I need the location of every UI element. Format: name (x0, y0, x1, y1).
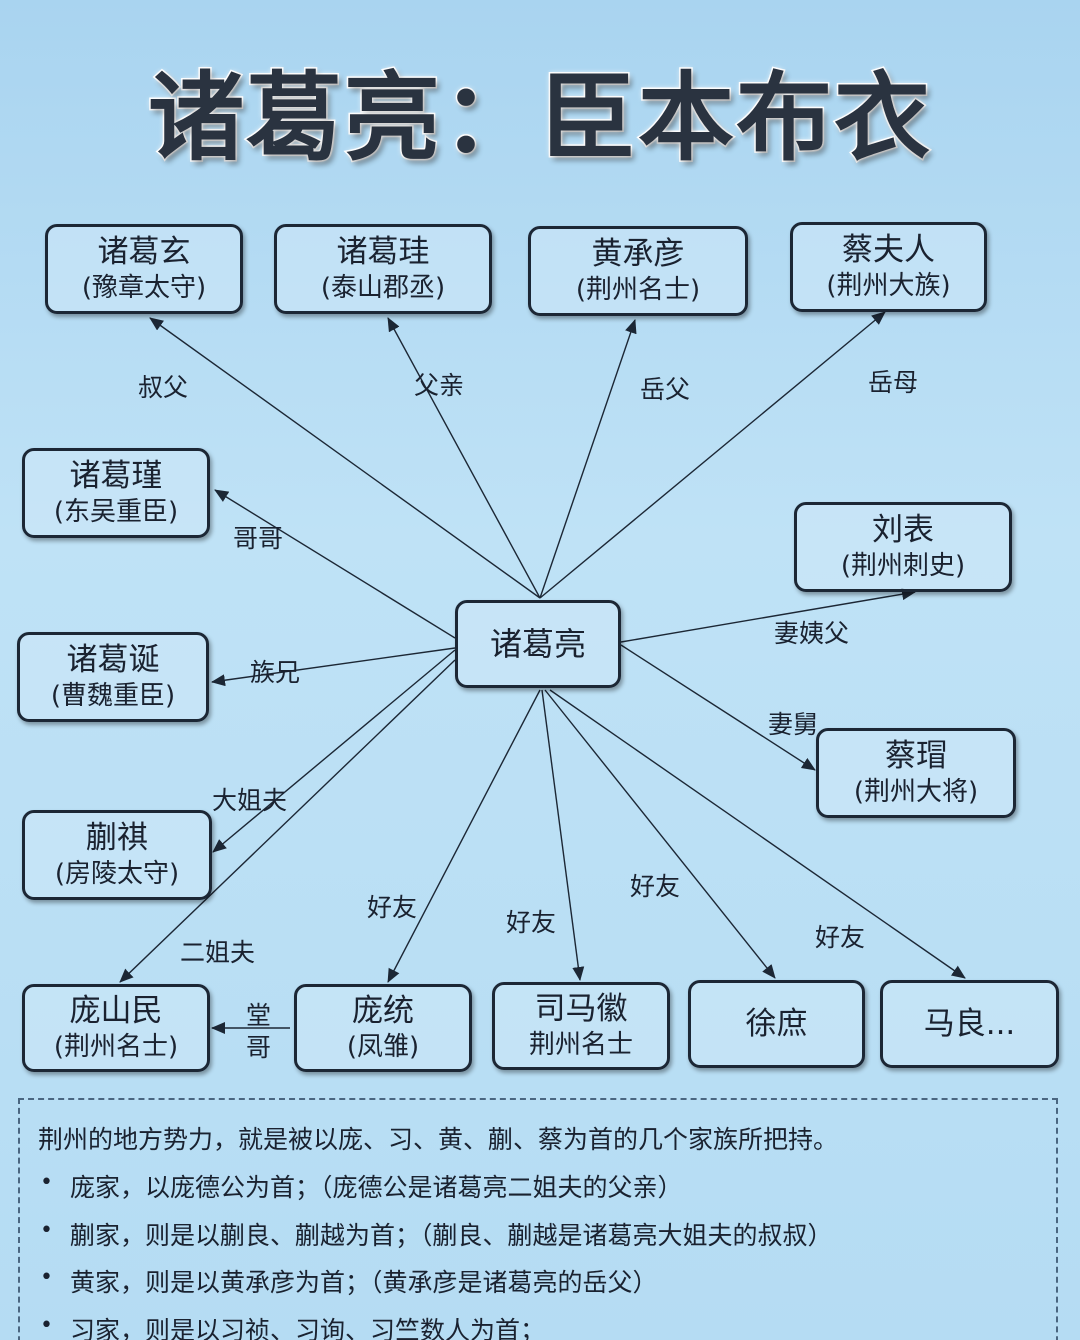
edge-cai-f (539, 311, 886, 599)
node-pangtong: 庞统(凤雏) (294, 984, 472, 1072)
relation-label: 好友 (367, 893, 418, 922)
bullet-icon: • (40, 1313, 53, 1338)
relation-label: 叔父 (138, 373, 189, 402)
node-xushu: 徐庶 (688, 980, 865, 1068)
edge-xuan (149, 317, 541, 599)
relation-label: 岳父 (640, 375, 691, 404)
relation-label: 族兄 (250, 658, 301, 687)
node-name: 蒯祺 (86, 820, 148, 856)
edge-dan (211, 647, 456, 687)
relation-label: 父亲 (414, 371, 465, 400)
node-name: 蔡夫人 (842, 232, 935, 268)
notes-bullet: 黄家，则是以黄承彦为首；（黄承彦是诸葛亮的岳父） (70, 1268, 658, 1297)
node-role: (豫章太守) (81, 273, 207, 303)
node-name: 诸葛瑾 (69, 458, 163, 494)
node-role: (荆州大族) (826, 271, 951, 301)
node-name: 司马徽 (534, 991, 628, 1027)
node-liubiao: 刘表(荆州刺史) (794, 502, 1012, 592)
node-maliang: 马良... (880, 980, 1059, 1068)
node-jin: 诸葛瑾(东吴重臣) (22, 448, 210, 538)
node-name: 徐庶 (745, 1006, 808, 1042)
node-huang: 黄承彦(荆州名士) (528, 226, 748, 316)
relation-label-tangge: 堂哥 (246, 1001, 272, 1062)
node-role: (东吴重臣) (53, 497, 179, 527)
edge-pangtong (387, 689, 541, 983)
node-name: 蔡瑁 (885, 738, 947, 774)
node-xuan: 诸葛玄(豫章太守) (45, 224, 243, 314)
node-role: (荆州刺史) (840, 551, 966, 581)
node-name: 马良... (923, 1006, 1016, 1042)
relation-label: 妻舅 (768, 710, 819, 739)
relation-label: 好友 (506, 908, 557, 937)
edge-xushu (544, 689, 776, 979)
edge-gui (387, 317, 541, 599)
edge-caimao (620, 644, 816, 771)
node-name: 庞山民 (69, 993, 163, 1029)
edge-simahui (541, 689, 585, 981)
relation-label: 岳母 (868, 368, 919, 397)
notes-intro: 荆州的地方势力，就是被以庞、习、黄、蒯、蔡为首的几个家族所把持。 (38, 1125, 839, 1154)
node-name: 诸葛珪 (336, 234, 430, 270)
relation-label: 二姐夫 (180, 938, 256, 967)
node-dan: 诸葛诞(曹魏重臣) (17, 632, 209, 722)
relation-label: 好友 (815, 923, 866, 952)
bullet-icon: • (40, 1265, 53, 1290)
node-role: (凤雏) (346, 1032, 420, 1062)
bullet-icon: • (40, 1218, 53, 1243)
node-role: (房陵太守) (54, 859, 180, 889)
node-name: 诸葛诞 (66, 642, 160, 678)
node-role: (泰山郡丞) (320, 273, 446, 303)
edge-liubiao (620, 588, 916, 643)
edge-pangsm (119, 659, 456, 983)
node-name: 黄承彦 (591, 236, 685, 272)
relation-label: 好友 (630, 872, 681, 901)
edge-maliang (549, 689, 966, 979)
edge-jin (214, 489, 456, 639)
node-kuaiqi: 蒯祺(房陵太守) (22, 810, 212, 900)
node-pangshanmin: 庞山民(荆州名士) (22, 984, 210, 1072)
relation-label: 大姐夫 (212, 786, 288, 815)
node-name: 庞统 (352, 993, 414, 1029)
title: 诸葛亮：臣本布衣 (147, 61, 932, 176)
notes-bullet: 蒯家，则是以蒯良、蒯越为首；（蒯良、蒯越是诸葛亮大姐夫的叔叔） (70, 1221, 833, 1250)
node-role: (曹魏重臣) (50, 681, 176, 711)
node-name: 刘表 (872, 512, 934, 548)
node-role: (荆州名士) (575, 275, 701, 305)
notes-bullet: 庞家，以庞德公为首；（庞德公是诸葛亮二姐夫的父亲） (70, 1173, 683, 1202)
node-role: (荆州大将) (853, 777, 979, 807)
notes-bullet: 习家，则是以习祯、习询、习竺数人为首； (70, 1316, 546, 1340)
node-simahui: 司马徽荆州名士 (492, 982, 670, 1070)
node-center: 诸葛亮 (455, 600, 621, 688)
node-cai-furen: 蔡夫人(荆州大族) (790, 222, 987, 312)
node-name: 诸葛亮 (489, 625, 586, 663)
relation-label: 妻姨父 (774, 619, 850, 648)
node-role: 荆州名士 (528, 1030, 633, 1060)
node-role: (荆州名士) (53, 1032, 179, 1062)
node-name: 诸葛玄 (97, 234, 191, 270)
edge-kuaiqi (212, 649, 456, 853)
relation-label: 哥哥 (233, 524, 284, 553)
node-gui: 诸葛珪(泰山郡丞) (274, 224, 492, 314)
node-caimao: 蔡瑁(荆州大将) (816, 728, 1016, 818)
bullet-icon: • (40, 1170, 53, 1195)
edge-huang (539, 319, 637, 599)
notes-box: 荆州的地方势力，就是被以庞、习、黄、蒯、蔡为首的几个家族所把持。 • 庞家，以庞… (18, 1098, 1058, 1340)
